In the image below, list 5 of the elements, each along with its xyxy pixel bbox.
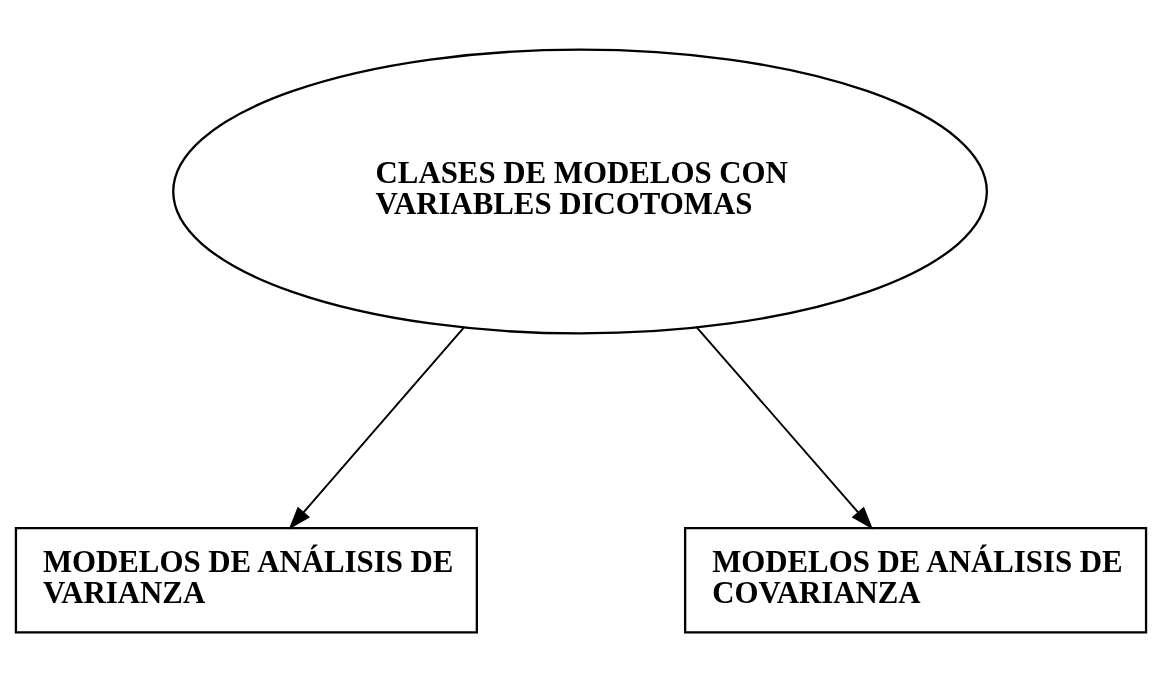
node-box: MODELOS DE ANÁLISIS DE VARIANZA [14, 527, 478, 634]
arrow [288, 326, 465, 530]
node-box: MODELOS DE ANÁLISIS DE COVARIANZA [684, 527, 1148, 634]
arrow [695, 326, 874, 530]
node-ellipse: CLASES DE MODELOS CON VARIABLES DICOTOMAS [172, 48, 988, 335]
